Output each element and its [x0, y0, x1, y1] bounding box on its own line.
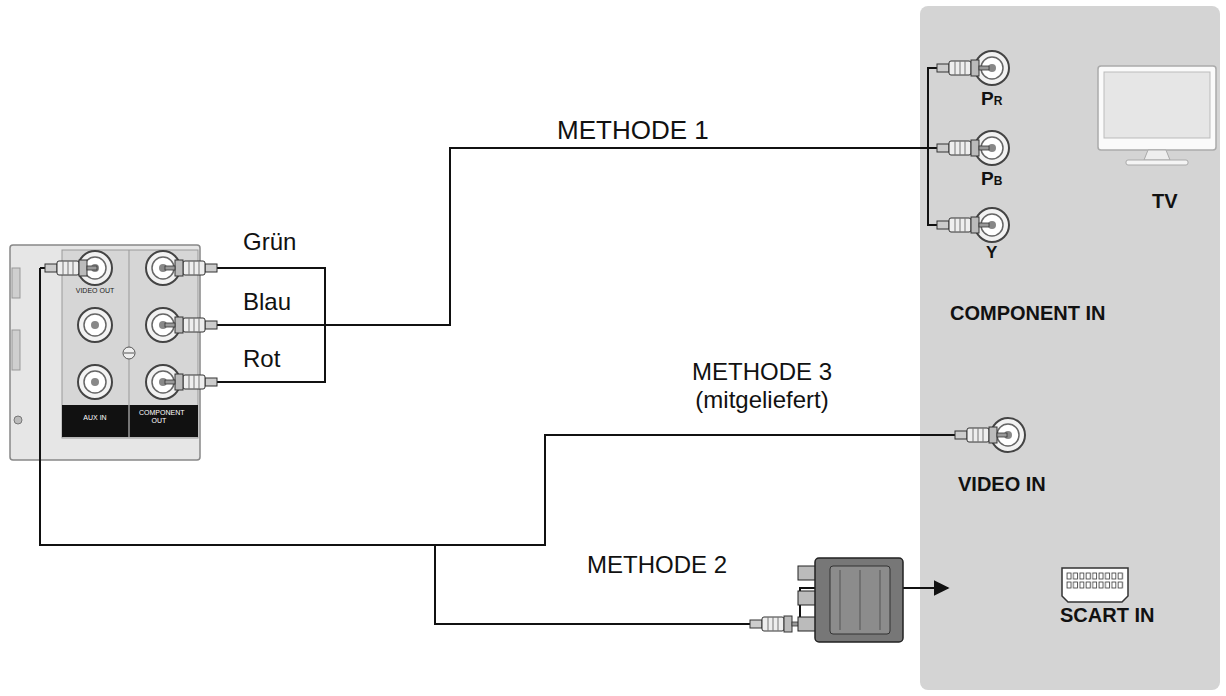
tv-base	[1126, 160, 1188, 165]
device-label: TV	[1152, 190, 1178, 213]
input-label: VIDEO IN	[958, 473, 1046, 496]
cable-connector	[40, 460, 948, 624]
input-group: PR PB Y COMPONENT IN	[940, 40, 1170, 340]
adapter-body	[830, 566, 890, 634]
method-label: METHODE 1	[555, 116, 711, 146]
scart-adapter	[815, 558, 903, 642]
component-cable	[928, 147, 937, 149]
video-cable	[39, 268, 41, 460]
adapter-ridge	[880, 570, 881, 630]
jack-field	[62, 250, 198, 438]
scart-pins	[1066, 572, 1124, 590]
tv-screen	[1104, 72, 1210, 138]
jack-label: AUX IN	[70, 414, 120, 422]
scart-port	[1062, 568, 1128, 602]
jack-label: PR	[981, 88, 1002, 110]
jack-label: PB	[981, 168, 1002, 190]
component-cable	[217, 268, 325, 382]
jack-label: Y	[986, 243, 997, 263]
player-panel	[10, 245, 200, 460]
panel-detail	[12, 268, 20, 298]
cable-connector	[40, 435, 955, 545]
component-cable	[928, 68, 937, 225]
component-plug	[937, 217, 989, 233]
tv-panel-ground	[920, 6, 1220, 690]
input-label: SCART IN	[1060, 604, 1154, 627]
cable-connector	[200, 148, 940, 325]
aux-jack	[78, 365, 112, 399]
adapter-ridge	[840, 570, 841, 630]
jack-divider	[129, 250, 130, 405]
green-plug	[165, 260, 217, 276]
aux-jack	[78, 308, 112, 342]
blue-plug	[165, 317, 217, 333]
tv-icon	[1098, 66, 1216, 150]
device-panel: VIDEO OUT AUX IN COMPONENT OUT	[10, 245, 200, 460]
tv-stand	[1144, 150, 1170, 160]
jack-label: COMPONENT OUT	[139, 409, 179, 424]
input-label: COMPONENT IN	[950, 302, 1106, 325]
panel-screw	[14, 416, 22, 424]
jack-label: VIDEO OUT	[71, 287, 119, 295]
red-plug	[165, 374, 217, 390]
component-plug	[937, 140, 989, 156]
component-plug	[937, 60, 989, 76]
method-label: METHODE 3 (mitgeliefert)	[655, 358, 869, 413]
cable-color-label: Rot	[243, 345, 280, 373]
ground-symbol	[124, 353, 134, 354]
panel-detail	[12, 330, 20, 370]
input-group: VIDEO IN	[955, 405, 1125, 505]
method-label: METHODE 2	[585, 551, 729, 579]
tv-panel: PR PB Y COMPONENT IN VIDEO IN SCART IN TV	[920, 6, 1220, 690]
label-divider	[129, 405, 130, 437]
ground-symbol	[123, 347, 135, 359]
cable-color-label: Grün	[243, 228, 296, 256]
cable-color-label: Blau	[243, 288, 291, 316]
label-strip	[62, 405, 198, 437]
video-plug	[45, 260, 97, 276]
adapter-plug	[750, 616, 802, 632]
input-group: SCART IN	[948, 560, 1178, 640]
adapter-ridge	[860, 570, 861, 630]
video-plug	[955, 427, 1007, 443]
